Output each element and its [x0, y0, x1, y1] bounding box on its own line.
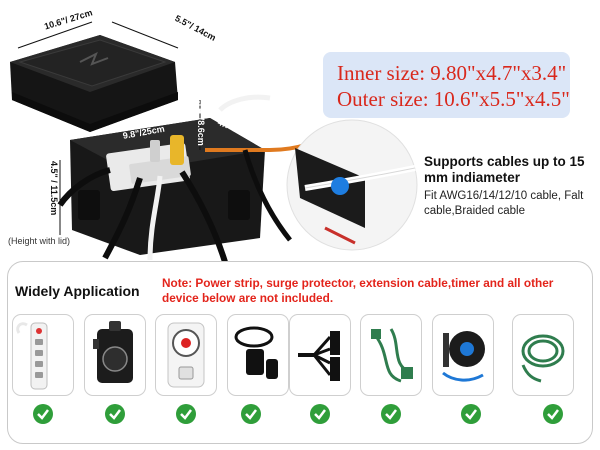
green-extension-cords-icon	[371, 328, 413, 383]
included-check-icon	[241, 404, 261, 424]
device-tile-splitter-cord	[289, 314, 351, 396]
device-tile-cord-reel	[432, 314, 494, 396]
included-check-icon	[310, 404, 330, 424]
cable-support-title: Supports cables up to 15 mm indiameter	[424, 154, 585, 185]
green-cable-coil-icon	[521, 334, 565, 383]
outer-size-text: Outer size: 10.6"x5.5"x4.5"	[337, 87, 570, 111]
device-tile-power-strip	[12, 314, 74, 396]
not-included-note: Note: Power strip, surge protector, exte…	[162, 276, 554, 305]
cable-entry-closeup-illustration	[286, 119, 418, 251]
device-tile-outdoor-timer	[84, 314, 146, 396]
enclosure-lid-illustration	[10, 21, 179, 132]
application-heading: Widely Application	[15, 283, 140, 299]
outdoor-timer-icon	[93, 321, 133, 383]
splitter-cord-icon	[298, 331, 340, 381]
power-strip-icon	[16, 322, 48, 390]
enclosure-box-illustration	[57, 94, 330, 262]
included-check-icon	[176, 404, 196, 424]
device-tile-green-extension-cords	[360, 314, 422, 396]
remote-outlet-icon	[234, 326, 278, 379]
device-tile-remote-outlet	[227, 314, 289, 396]
cord-reel-icon	[442, 331, 485, 382]
included-check-icon	[461, 404, 481, 424]
height-with-lid-note: (Height with lid)	[8, 236, 71, 246]
mechanical-timer-icon	[167, 322, 205, 388]
device-tile-mechanical-timer	[155, 314, 217, 396]
included-check-icon	[33, 404, 53, 424]
cable-support-detail: Fit AWG16/14/12/10 cable, Falt cable,Bra…	[424, 190, 584, 217]
included-check-icon	[381, 404, 401, 424]
inner-height-label: 3.4"/8.6cm	[196, 101, 206, 146]
outer-height-label: 4.5" / 11.5cm	[49, 161, 59, 216]
included-check-icon	[543, 404, 563, 424]
size-callout: Inner size: 9.80"x4.7"x3.4" Outer size: …	[323, 52, 570, 118]
device-tile-green-cable-coil	[512, 314, 574, 396]
included-check-icon	[105, 404, 125, 424]
inner-size-text: Inner size: 9.80"x4.7"x3.4"	[337, 61, 567, 85]
